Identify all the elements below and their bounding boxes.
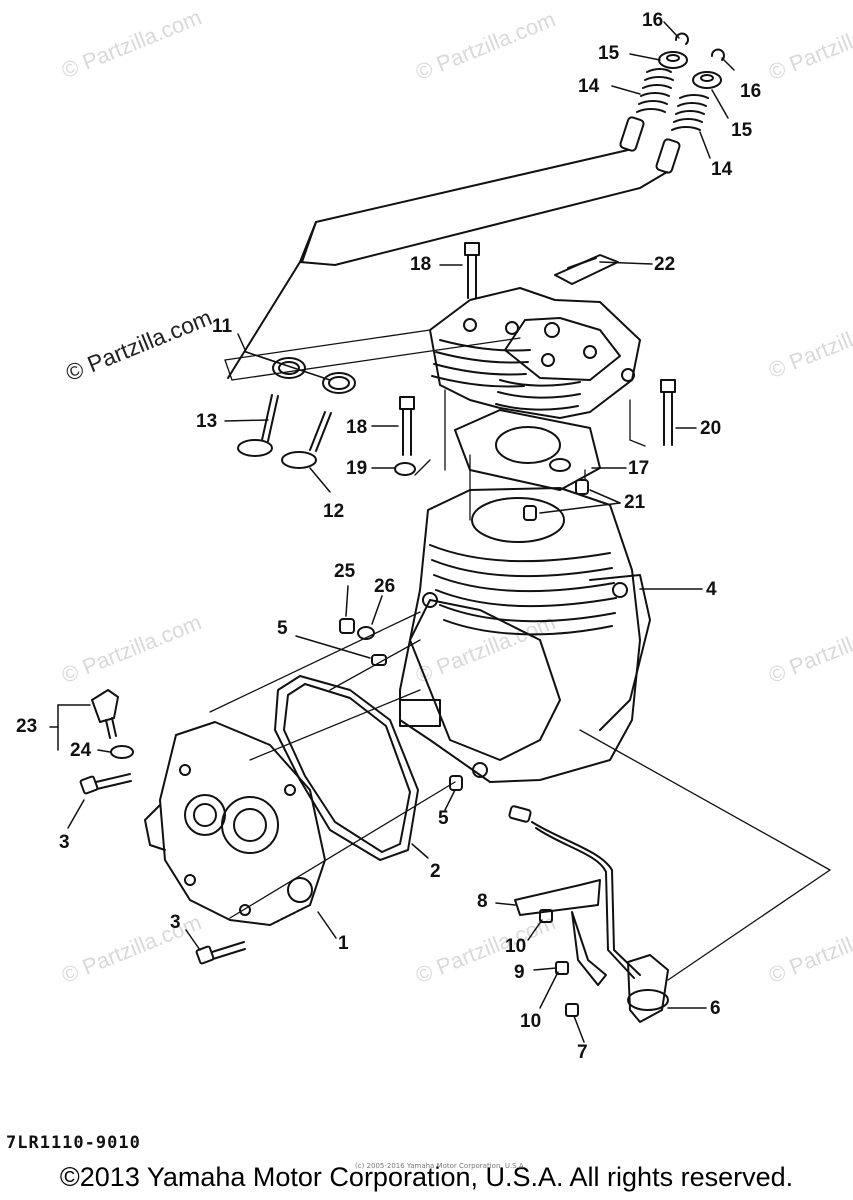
valve-spring [636,68,709,131]
callout-5: 5 [277,618,288,639]
callout-5: 5 [438,808,449,829]
engine-valve [237,394,332,469]
dowel-pin [371,654,387,666]
assembly-reference-lines [209,329,831,981]
rocker-cover-plate [554,254,619,285]
copyright-notice: ©2013 Yamaha Motor Corporation, U.S.A. A… [59,1162,794,1192]
callout-10: 10 [520,1011,542,1032]
callout-25: 25 [334,561,356,582]
valve-group-bracket [227,149,668,379]
callout-15: 15 [598,43,620,64]
callout-22: 22 [654,254,676,275]
head-gasket [454,409,601,491]
callout-15: 15 [731,120,753,141]
callout-4: 4 [706,579,717,600]
valve-collet [675,32,725,61]
callout-6: 6 [710,998,721,1019]
callout-16: 16 [740,81,762,102]
callout-23: 23 [16,716,38,737]
callout-10: 10 [505,936,527,957]
valve-guide [619,116,681,174]
callout-19: 19 [346,458,368,479]
cylinder-head [429,287,641,419]
callout-3: 3 [59,832,70,853]
callout-14: 14 [711,159,733,180]
callout-16: 16 [642,10,664,31]
callout-7: 7 [577,1042,588,1063]
diagram-reference-code: 7LR1110-9010 [6,1133,141,1153]
callout-leaders [49,21,735,1043]
crankcase-cover [144,721,326,926]
callout-3: 3 [170,912,181,933]
washer [394,462,416,476]
callout-13: 13 [196,411,218,432]
small-print: (c) 2005-2016 Yamaha Motor Corporation, … [355,1162,526,1170]
crankcase-gasket [274,675,419,861]
dowel-pin [449,775,463,791]
callout-24: 24 [70,740,92,761]
cover-bolt [79,773,246,965]
spring-retainer [658,51,722,89]
callout-18: 18 [346,417,368,438]
callout-2: 2 [430,861,441,882]
callout-12: 12 [323,501,345,522]
drain-plug [339,618,375,640]
crankcase [399,487,651,783]
callout-8: 8 [477,891,488,912]
callout-20: 20 [700,418,722,439]
callout-9: 9 [514,962,525,983]
callout-17: 17 [628,458,650,479]
head-bolt [399,242,480,456]
valve-seal [272,357,356,394]
callout-14: 14 [578,76,600,97]
callout-21: 21 [624,492,646,513]
callout-26: 26 [374,576,396,597]
callout-1: 1 [338,933,349,954]
callout-11: 11 [212,316,233,337]
callout-18: 18 [410,254,432,275]
oil-filler-cap [91,689,134,759]
long-bolt [660,379,676,446]
dowel-pin [523,479,589,521]
oil-sensor-assembly [508,805,669,1023]
